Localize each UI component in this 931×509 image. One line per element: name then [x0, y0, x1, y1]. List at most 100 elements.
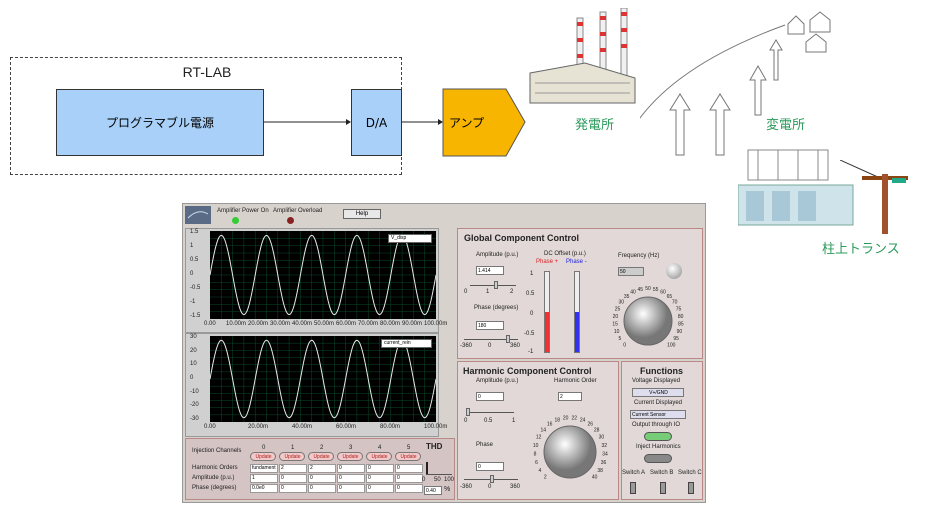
- frequency-tick: 75: [676, 306, 682, 312]
- frequency-input[interactable]: 50: [618, 267, 644, 276]
- update-button[interactable]: Update: [395, 452, 421, 461]
- dc-plus-slider[interactable]: [544, 271, 550, 353]
- frequency-fine-knob[interactable]: [666, 263, 682, 279]
- frequency-tick: 20: [613, 314, 619, 320]
- phase-cell[interactable]: 0: [308, 484, 336, 493]
- harmonic-order-cell[interactable]: 2: [279, 464, 307, 473]
- update-button[interactable]: Update: [337, 452, 363, 461]
- global-phase-slider[interactable]: [464, 335, 518, 343]
- global-amp-tick-1: 1: [486, 289, 490, 295]
- substation-icon: [738, 149, 854, 226]
- amplitude-cell[interactable]: 0: [395, 474, 423, 483]
- harmonic-order-tick: 8: [534, 451, 537, 457]
- harmonic-order-cell[interactable]: 0: [337, 464, 365, 473]
- global-amplitude-input[interactable]: 1.414: [476, 266, 504, 275]
- substation-label: 変電所: [766, 118, 806, 133]
- switch-c-toggle[interactable]: [688, 482, 694, 494]
- frequency-tick: 25: [615, 306, 621, 312]
- harmonic-order-cell[interactable]: 0: [366, 464, 394, 473]
- global-amplitude-label: Amplitude (p.u.): [476, 252, 519, 258]
- output-io-label: Output through IO: [632, 422, 681, 428]
- harmonic-phase-input[interactable]: 0: [476, 462, 504, 471]
- frequency-tick: 30: [619, 300, 625, 306]
- amplitude-cell[interactable]: 1: [250, 474, 278, 483]
- inject-harmonics-toggle[interactable]: [644, 454, 672, 463]
- update-button[interactable]: Update: [279, 452, 305, 461]
- switch-b-toggle[interactable]: [660, 482, 666, 494]
- thd-gauge: [426, 455, 452, 475]
- channel-number: 3: [349, 445, 353, 451]
- voltage-y-tick: 1: [190, 243, 194, 249]
- channel-number: 4: [378, 445, 382, 451]
- control-panel: Amplifier Power On Amplifier Overload He…: [182, 203, 706, 503]
- global-phase-tick-1: 0: [488, 343, 492, 349]
- global-amplitude-slider[interactable]: [470, 281, 516, 289]
- phase-cell[interactable]: 0: [337, 484, 365, 493]
- harmonic-order-cell[interactable]: 0: [395, 464, 423, 473]
- diagram-connectors: [264, 88, 526, 157]
- programmable-source-block: プログラマブル電源: [56, 89, 264, 156]
- injection-table: Injection Channels Harmonic Orders Ampli…: [185, 438, 455, 500]
- dc-phase-minus-label: Phase -: [566, 259, 587, 265]
- voltage-y-tick: -0.5: [190, 285, 201, 291]
- update-button[interactable]: Update: [366, 452, 392, 461]
- dc-minus-slider[interactable]: [574, 271, 580, 353]
- voltage-displayed-select[interactable]: V+/GND: [632, 388, 684, 397]
- global-amplitude-thumb[interactable]: [494, 281, 498, 289]
- harmonic-amplitude-input[interactable]: 0: [476, 392, 504, 401]
- harmonic-amplitude-thumb[interactable]: [466, 408, 470, 416]
- amplitude-cell[interactable]: 0: [308, 474, 336, 483]
- frequency-tick: 85: [678, 322, 684, 328]
- harmonic-order-tick: 30: [599, 435, 605, 441]
- current-y-tick: -20: [190, 402, 199, 409]
- dc-tick-minus-1: -1: [528, 349, 534, 355]
- output-io-toggle[interactable]: [644, 432, 672, 441]
- frequency-tick: 45: [638, 287, 644, 293]
- phase-cell[interactable]: 0: [395, 484, 423, 493]
- voltage-y-tick: 0.5: [190, 257, 199, 263]
- switch-a-toggle[interactable]: [630, 482, 636, 494]
- dc-tick-0-5: 0.5: [526, 291, 535, 297]
- current-y-tick: 30: [190, 334, 197, 340]
- harmonic-control: Harmonic Component Control Amplitude (p.…: [457, 361, 619, 500]
- help-button[interactable]: Help: [343, 209, 381, 219]
- voltage-x-tick: 30.00m: [270, 321, 291, 327]
- harmonic-amplitude-slider[interactable]: [466, 408, 514, 416]
- global-phase-input[interactable]: 180: [476, 321, 504, 330]
- harmonic-phase-slider[interactable]: [464, 475, 518, 483]
- voltage-x-tick: 100.00m: [424, 321, 448, 327]
- voltage-x-tick: 20.00m: [248, 321, 269, 327]
- harmonic-phase-tick-0: -360: [460, 484, 473, 490]
- current-x-tick: 100.00m: [424, 424, 448, 430]
- current-x-tick: 60.00m: [336, 424, 357, 430]
- row-label-amplitude: Amplitude (p.u.): [192, 475, 235, 481]
- global-phase-thumb[interactable]: [506, 335, 510, 343]
- amplitude-cell[interactable]: 0: [366, 474, 394, 483]
- frequency-knob: [623, 296, 673, 346]
- current-displayed-select[interactable]: Current Sensor: [630, 410, 686, 419]
- amplitude-cell[interactable]: 0: [337, 474, 365, 483]
- global-phase-tick-0: -360: [460, 343, 473, 349]
- pole-transformer-icon: [840, 160, 908, 234]
- update-button[interactable]: Update: [250, 452, 276, 461]
- phase-cell[interactable]: 0.0e0: [250, 484, 278, 493]
- harmonic-order-cell[interactable]: 2: [308, 464, 336, 473]
- phase-cell[interactable]: 0: [279, 484, 307, 493]
- phase-cell[interactable]: 0: [366, 484, 394, 493]
- harmonic-order-input[interactable]: 2: [558, 392, 582, 401]
- harmonic-phase-thumb[interactable]: [490, 475, 494, 483]
- current-y-tick: 20: [190, 347, 197, 354]
- frequency-tick: 40: [630, 290, 636, 296]
- dc-minus-fill: [575, 312, 579, 352]
- update-button[interactable]: Update: [308, 452, 334, 461]
- global-title: Global Component Control: [464, 233, 579, 243]
- amplitude-cell[interactable]: 0: [279, 474, 307, 483]
- dc-phase-plus-label: Phase +: [536, 259, 559, 265]
- frequency-tick: 80: [678, 314, 684, 320]
- harmonic-title: Harmonic Component Control: [463, 366, 592, 376]
- harmonic-order-cell[interactable]: fundament: [250, 464, 278, 473]
